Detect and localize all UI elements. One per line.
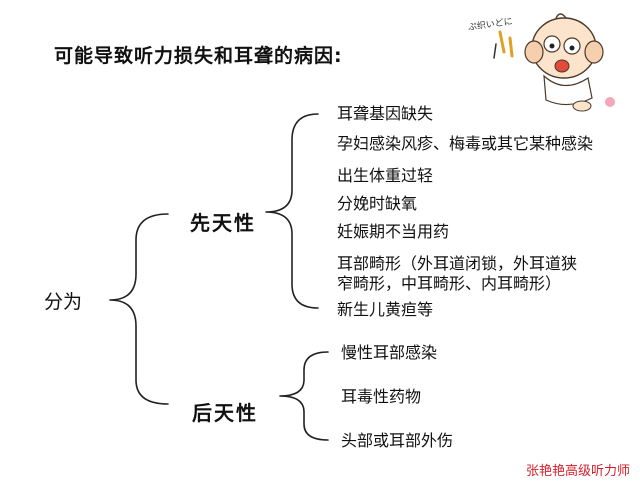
congenital-bracket	[265, 113, 319, 309]
baby-covering-ears-icon: ぷ织いどに	[467, 13, 615, 112]
branch-acquired-label: 后天性	[192, 401, 258, 425]
branch-congenital-label: 先天性	[190, 211, 256, 235]
illustration-text: ぷ织いどに	[467, 15, 513, 33]
congenital-item: 耳部畸形（外耳道闭锁，外耳道狭	[337, 254, 578, 273]
root-bracket	[109, 213, 169, 405]
congenital-item: 妊娠期不当用药	[337, 222, 450, 241]
congenital-item: 出生体重过轻	[337, 166, 434, 185]
acquired-bracket	[279, 351, 329, 441]
congenital-item: 新生儿黄疸等	[337, 300, 434, 319]
root-label: 分为	[44, 291, 83, 313]
watermark: 张艳艳高级听力师	[525, 464, 630, 479]
acquired-item: 耳毒性药物	[341, 387, 422, 406]
congenital-item: 耳聋基因缺失	[337, 104, 434, 123]
acquired-item: 慢性耳部感染	[341, 343, 438, 362]
congenital-item: 分娩时缺氧	[337, 194, 418, 213]
congenital-item: 孕妇感染风疹、梅毒或其它某种感染	[337, 134, 594, 153]
diagram-title: 可能导致听力损失和耳聋的病因:	[54, 45, 343, 67]
acquired-item: 头部或耳部外伤	[341, 431, 454, 450]
congenital-item: 窄畸形，中耳畸形、内耳畸形）	[337, 274, 562, 293]
